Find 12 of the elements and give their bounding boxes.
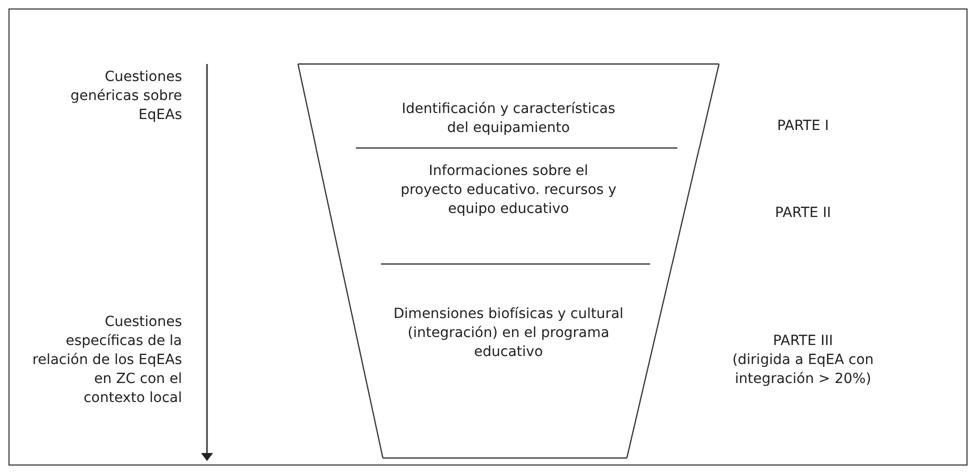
section-text: Dimensiones biofísicas y cultural (integración) en el programa educativo (392, 305, 624, 362)
part-label: PARTE I (776, 117, 830, 136)
section-text: Informaciones sobre el proyecto educativo. recursos y equipo educativo (400, 162, 618, 219)
section-text: Identificación y características del equipamiento (400, 100, 616, 138)
side-note: Cuestiones específicas de la relación de los EqEAs en ZC con el contexto local (31, 313, 182, 408)
funnel-section (298, 64, 719, 148)
funnel-section (316, 148, 700, 264)
part-label: PARTE III (772, 332, 834, 351)
side-note: Cuestiones genéricas sobre EqEAs (70, 68, 182, 125)
part-note: (dirigida a EqEA con integración > 20%) (731, 351, 875, 389)
funnel-section (341, 264, 672, 458)
part-label: PARTE II (774, 204, 832, 223)
